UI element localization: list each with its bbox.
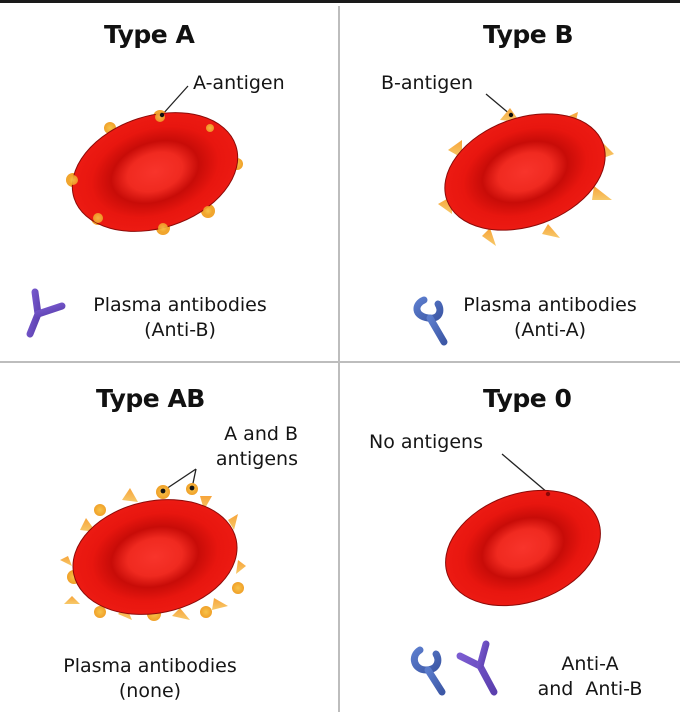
panel-title: Type 0: [483, 384, 572, 413]
antigen-label: B-antigen: [381, 72, 474, 94]
red-blood-cell-ab-icon: [60, 468, 246, 621]
antigen-label-line1: A and B: [224, 423, 298, 445]
antibody-label-line1: Anti-A: [561, 653, 619, 675]
antibody-label-line1: Plasma antibodies: [63, 655, 237, 677]
purple-y-antibody-icon: [456, 640, 498, 696]
horizontal-divider: [0, 361, 680, 363]
antibody-label: Anti-A and Anti-B: [520, 652, 660, 702]
panel-title: Type A: [104, 20, 195, 49]
panel-title: Type AB: [96, 384, 205, 413]
purple-y-antibody-icon: [26, 288, 66, 338]
blue-y-antibody-icon: [410, 646, 446, 696]
panel-title: Type B: [483, 20, 574, 49]
antigen-label: A-antigen: [193, 72, 285, 94]
antibody-label: Plasma antibodies (Anti-B): [82, 293, 278, 343]
antibody-label-line2: (none): [118, 680, 182, 702]
antibody-label-line2: and Anti-B: [537, 678, 643, 700]
antibody-label-line2: (Anti-B): [144, 319, 216, 341]
antibody-label: Plasma antibodies (none): [50, 654, 250, 704]
antigen-label: No antigens: [369, 431, 483, 453]
red-blood-cell-a-icon: [66, 85, 243, 235]
antigen-label-line2: antigens: [215, 448, 298, 470]
antibody-label-line2: (Anti-A): [513, 319, 587, 341]
red-blood-cell-b-icon: [438, 93, 614, 246]
antigen-label: A and B antigens: [196, 422, 298, 472]
antibody-label-line1: Plasma antibodies: [463, 294, 637, 316]
top-border: [0, 0, 680, 3]
blue-y-antibody-icon: [413, 296, 448, 346]
antibody-label-line1: Plasma antibodies: [93, 294, 267, 316]
vertical-divider: [338, 6, 340, 712]
antibody-label: Plasma antibodies (Anti-A): [452, 293, 648, 343]
